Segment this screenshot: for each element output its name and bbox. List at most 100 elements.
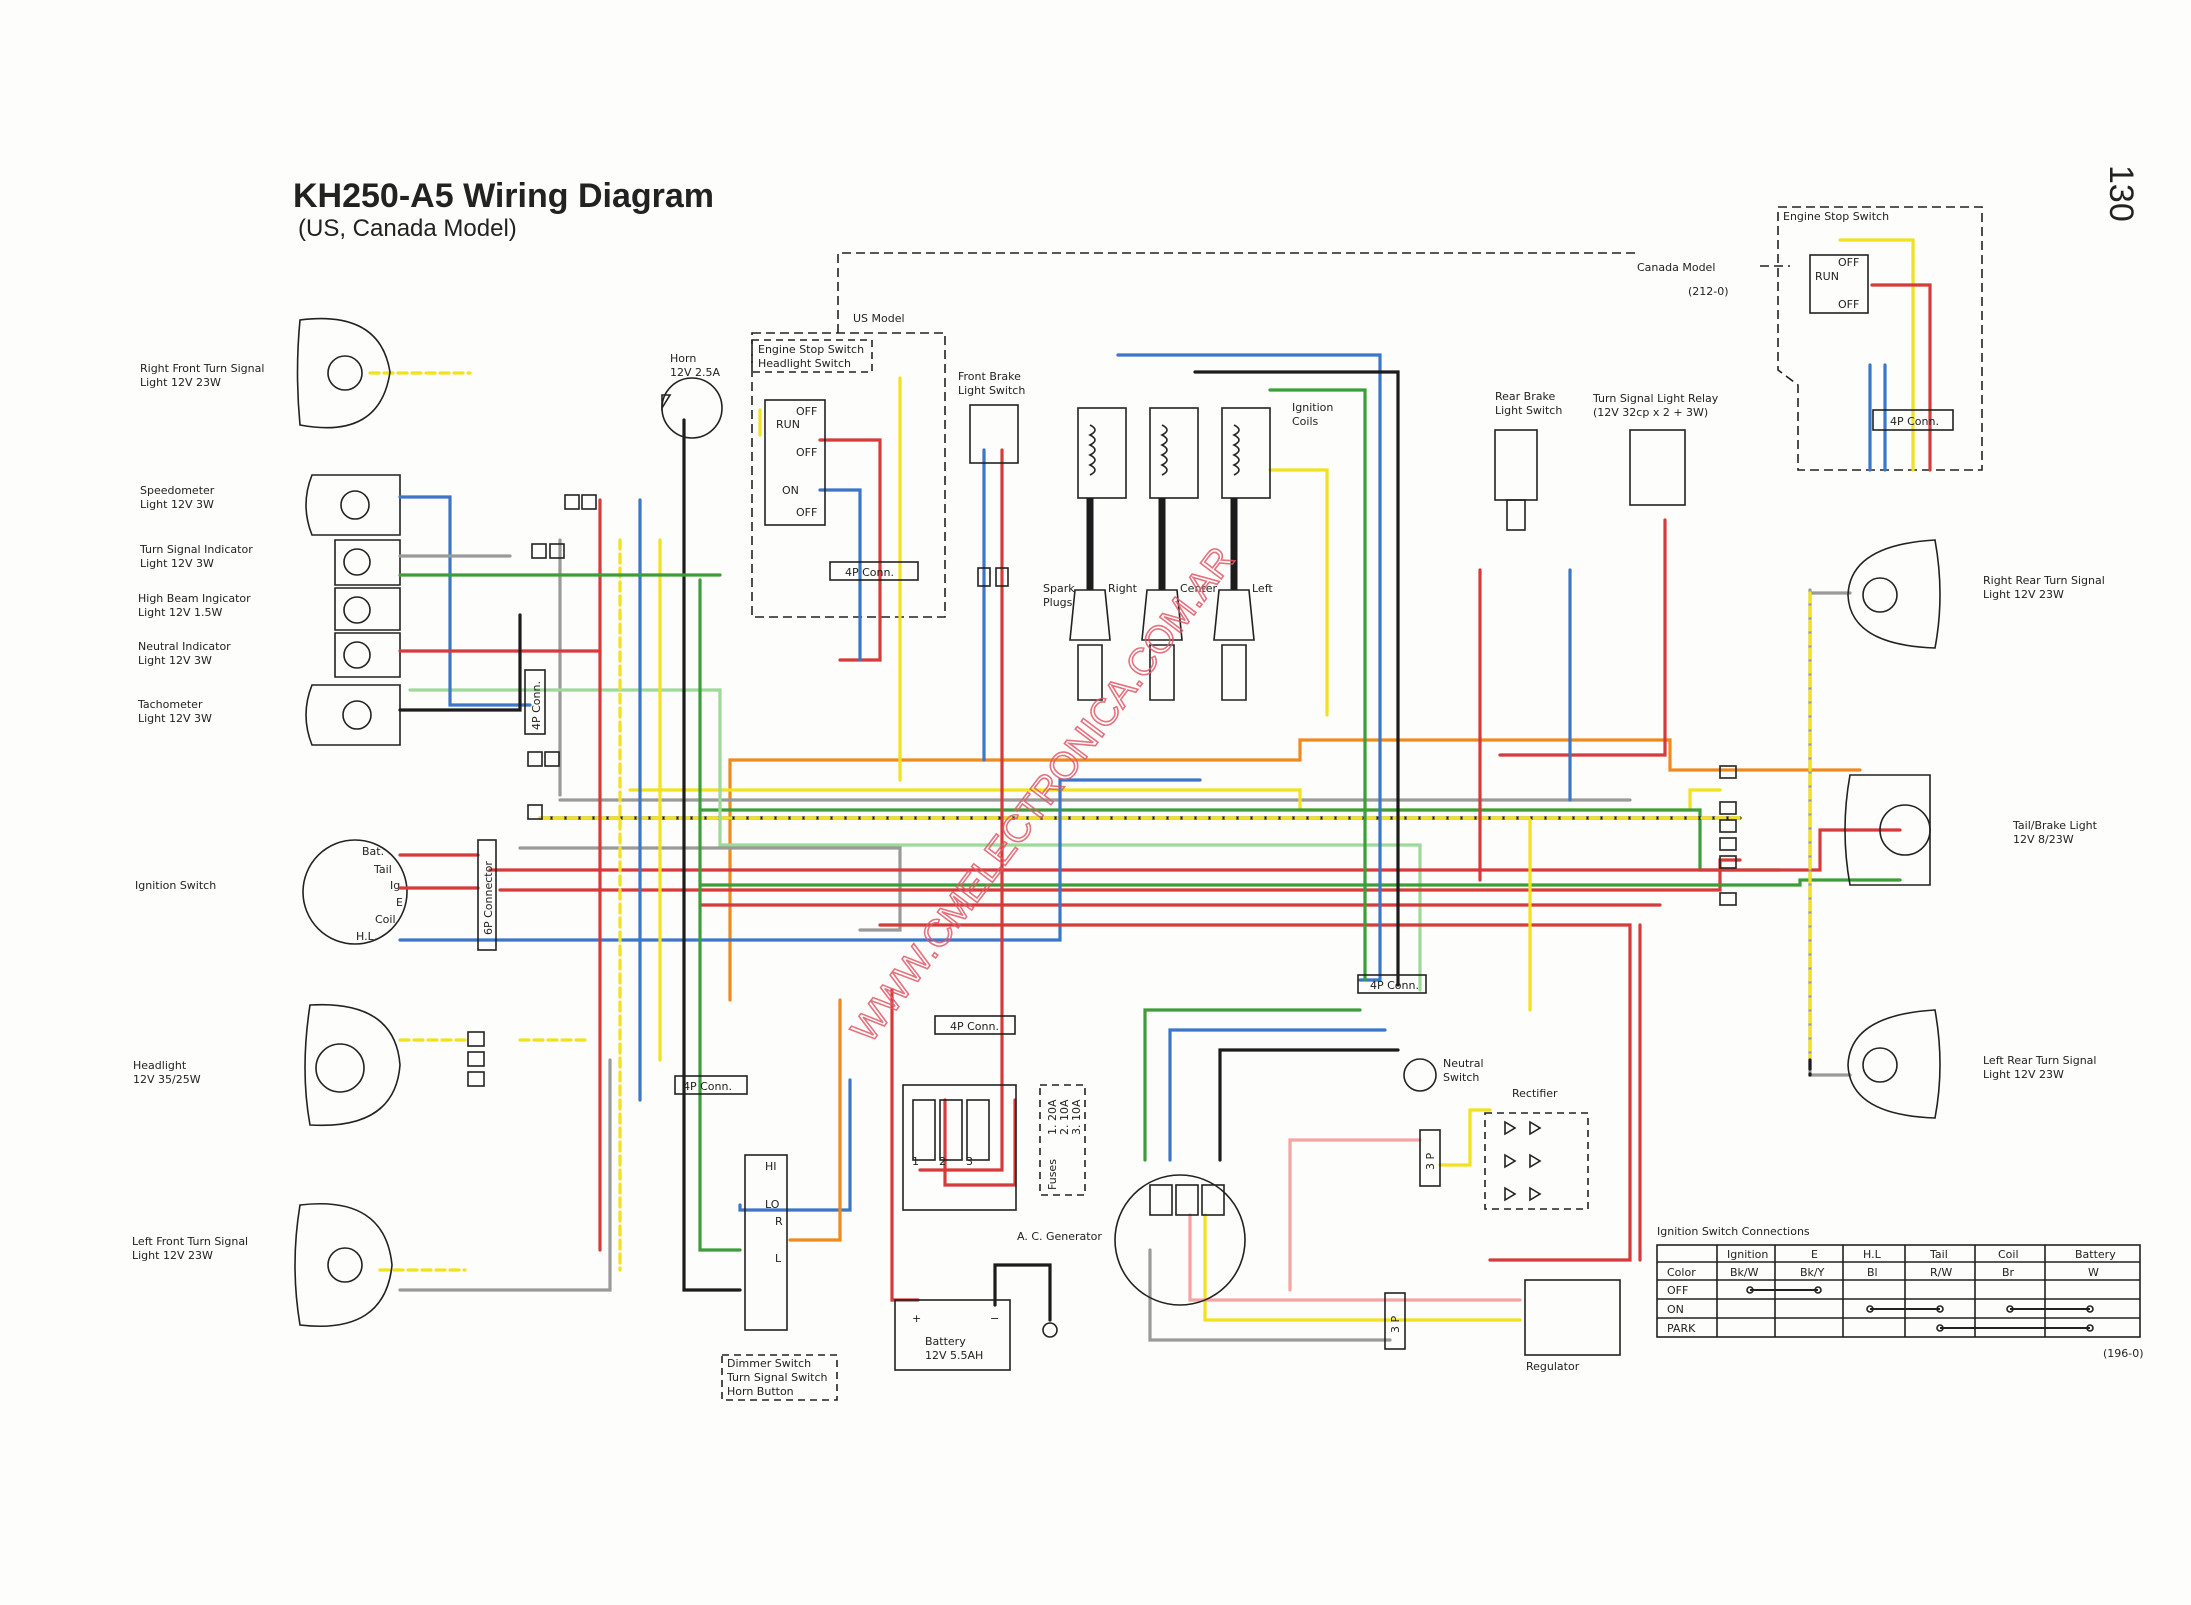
page-subtitle: (US, Canada Model) [298, 215, 517, 242]
wire-gray-bus [558, 538, 1632, 802]
wire-blue-gen [1168, 1028, 1387, 1162]
ign-row-park: PARK [1667, 1322, 1696, 1335]
ground-battery [1042, 1322, 1058, 1338]
ign-switch-label: Ignition Switch [135, 879, 216, 892]
turn-ind-label-2: Light 12V 3W [140, 557, 214, 570]
ign-th-ignition: Ignition [1727, 1248, 1768, 1261]
wire-black-vertical [682, 418, 742, 1292]
dimmer-switch: HI LO R L Dimmer Switch Turn Signal Swit… [721, 1154, 838, 1401]
wire-yellow-gen [1203, 1213, 1522, 1322]
ign-color-hl: Bl [1867, 1266, 1878, 1279]
figure-code: (196-0) [2103, 1347, 2144, 1360]
page-number: 130 [2102, 165, 2140, 222]
ign-row-on: ON [1667, 1303, 1684, 1316]
horn: Horn 12V 2.5A [661, 352, 723, 439]
four-p-center-label: 4P Conn. [1370, 979, 1419, 992]
ign-th-battery: Battery [2075, 1248, 2116, 1261]
turn-signal-relay: Turn Signal Light Relay (12V 32cp x 2 + … [1592, 392, 1719, 506]
battery-label-2: 12V 5.5AH [925, 1349, 983, 1362]
ign-table-connections [1750, 1289, 2090, 1329]
headlight: Headlight 12V 35/25W [133, 1003, 401, 1127]
ca-pos-off-2: OFF [1838, 298, 1859, 311]
neutral-sw-label-2: Switch [1443, 1071, 1479, 1084]
ign-term-tail: Tail [373, 863, 392, 876]
wire-gray-gen [1148, 1248, 1392, 1342]
four-p-conn-left: 4P Conn. [524, 669, 546, 735]
wire-blue-dimmer [738, 1078, 852, 1212]
wire-red-fuses [943, 1098, 1017, 1187]
four-p-conn-lower: 4P Conn. [674, 1075, 748, 1095]
ign-term-ig: Ig. [390, 879, 404, 892]
dimmer-lo: LO [765, 1198, 780, 1211]
fuse-num-2: 2 [939, 1155, 946, 1168]
dimmer-l: L [775, 1252, 782, 1265]
ign-color-label: Color [1667, 1266, 1696, 1279]
us-pos-off-1: OFF [796, 405, 817, 418]
rr-turn-label-2: Light 12V 23W [1983, 588, 2064, 601]
canada-model-boundary [837, 252, 1640, 333]
dimmer-r: R [775, 1215, 783, 1228]
us-model-label: US Model [853, 312, 905, 325]
dimmer-label-1: Dimmer Switch [727, 1357, 811, 1370]
ign-coils-label-2: Coils [1292, 415, 1319, 428]
wire-red-canada [1870, 283, 1932, 472]
horn-label-2: 12V 2.5A [670, 366, 721, 379]
ignition-switch: Ignition Switch Bat. Tail Ig. E Coil H.L… [135, 839, 497, 951]
plug-left-label: Left [1252, 582, 1273, 595]
canada-model-label: Canada Model [1637, 261, 1715, 274]
ign-term-bat: Bat. [362, 845, 384, 858]
us-pos-run: RUN [776, 418, 800, 431]
wire-green-bus-2 [698, 878, 1902, 887]
generator-label: A. C. Generator [1017, 1230, 1102, 1243]
wire-red-us [818, 438, 882, 662]
ign-color-ignition: Bk/W [1730, 1266, 1759, 1279]
three-p-lower-label: 3 P [1389, 1316, 1402, 1333]
four-p-lower-label: 4P Conn. [683, 1080, 732, 1093]
wire-gray-right [1808, 588, 1852, 1077]
neutral-switch: Neutral Switch [1403, 1057, 1484, 1092]
front-brake-label-2: Light Switch [958, 384, 1025, 397]
ign-color-coil: Br [2002, 1266, 2015, 1279]
right-rear-turn-signal: Right Rear Turn Signal Light 12V 23W [1847, 539, 2105, 649]
fuse-num-3: 3 [966, 1155, 973, 1168]
tail-label-1: Tail/Brake Light [2012, 819, 2098, 832]
ign-coils-label-1: Ignition [1292, 401, 1333, 414]
wire-orange-main [728, 738, 1862, 1002]
ca-stop-label: Engine Stop Switch [1783, 210, 1889, 223]
us-pos-off-3: OFF [796, 506, 817, 519]
fuses-label: Fuses [1046, 1159, 1059, 1190]
rr-turn-label-1: Right Rear Turn Signal [1983, 574, 2105, 587]
us-model-boundary [751, 332, 946, 618]
ign-term-coil: Coil [375, 913, 396, 926]
wire-red-battery [890, 988, 920, 1302]
wire-harness [368, 238, 1932, 1342]
plug-center-label: Center [1180, 582, 1218, 595]
high-beam-label-1: High Beam Ingicator [138, 592, 251, 605]
wire-black-coil [1193, 370, 1400, 987]
ignition-switch-table: Ignition Switch Connections Ignition E H… [1656, 1225, 2141, 1338]
left-rear-turn-signal: Left Rear Turn Signal Light 12V 23W [1847, 1009, 2096, 1119]
wire-red-bus-4 [878, 923, 1632, 1262]
three-p-upper-label: 3 P [1424, 1153, 1437, 1170]
ign-th-coil: Coil [1998, 1248, 2019, 1261]
spark-plugs-label-2: Plugs [1043, 596, 1073, 609]
ign-term-e: E [396, 896, 403, 909]
wire-yellow-rect [1438, 1108, 1492, 1167]
canada-engine-stop-switch: Engine Stop Switch OFF RUN OFF 4P Conn. [1783, 210, 1954, 431]
us-pos-off-2: OFF [796, 446, 817, 459]
turn-ind-label-1: Turn Signal Indicator [139, 543, 253, 556]
wire-black-battery [993, 1263, 1052, 1322]
wire-gray-vertical [398, 1058, 612, 1292]
wire-blue-bus [398, 778, 1202, 942]
tail-brake-light: Tail/Brake Light 12V 8/23W [1844, 774, 2098, 886]
four-p-conn-center: 4P Conn. 4P Conn. [934, 974, 1427, 1035]
four-p-ca-label: 4P Conn. [1890, 415, 1939, 428]
rear-brake-label-2: Light Switch [1495, 404, 1562, 417]
neutral-ind-label-2: Light 12V 3W [138, 654, 212, 667]
ac-generator: A. C. Generator [1017, 1174, 1246, 1306]
relay-label-2: (12V 32cp x 2 + 3W) [1593, 406, 1708, 419]
wire-green-coil [1268, 388, 1367, 982]
relay-label-1: Turn Signal Light Relay [1592, 392, 1719, 405]
wire-lightgreen-bus [408, 688, 1422, 992]
